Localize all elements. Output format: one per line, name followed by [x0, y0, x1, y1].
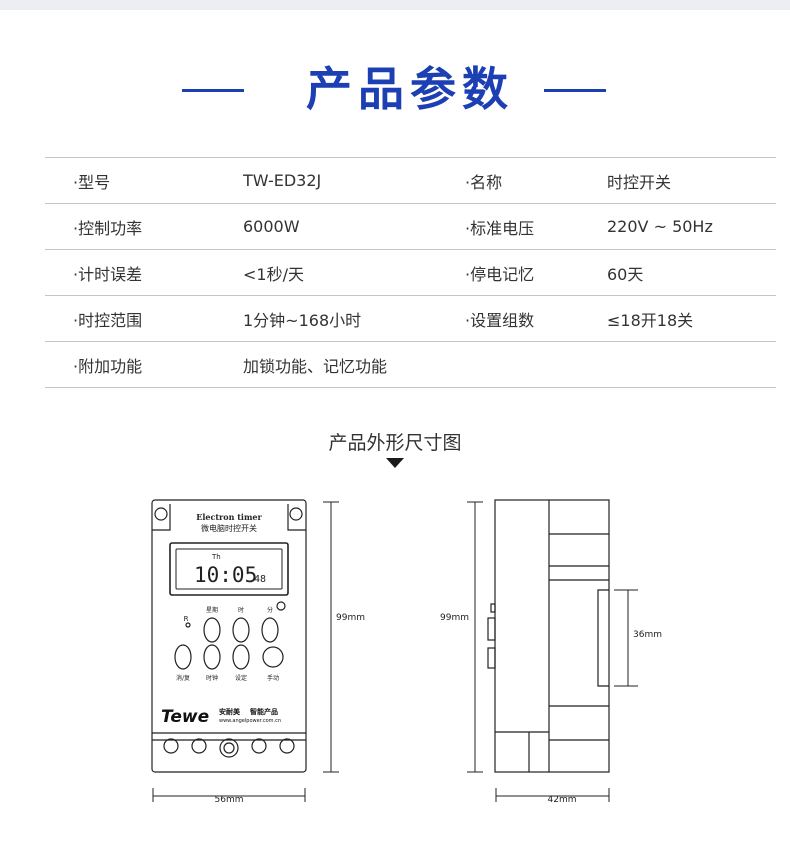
spec-key: ·控制功率 [45, 203, 243, 250]
lcd-seconds: 48 [254, 574, 266, 585]
terminal-screw [219, 738, 239, 758]
table-row: ·控制功率 6000W ·标准电压 220V ~ 50Hz [45, 203, 776, 250]
hour-label: 时 [238, 606, 244, 614]
spec-value: TW-ED32J [243, 157, 465, 204]
side-tab [487, 647, 496, 669]
page-title: 产品参数 [306, 62, 514, 116]
section-title: 产品参数 [0, 58, 790, 120]
spec-value: ≤18开18关 [607, 295, 776, 342]
manual-button [262, 646, 284, 668]
spec-value: 1分钟~168小时 [243, 295, 465, 342]
spec-key: ·名称 [465, 157, 607, 204]
cancel-recover-button [174, 644, 192, 670]
spec-value: 加锁功能、记忆功能 [243, 341, 465, 388]
side-tab [487, 617, 496, 641]
lcd-frame [169, 542, 289, 596]
spec-key: ·停电记忆 [465, 249, 607, 296]
logo-tag: 智能产品 [250, 707, 278, 716]
spec-value [607, 341, 776, 388]
spec-key: ·标准电压 [465, 203, 607, 250]
set-label: 设定 [235, 674, 247, 682]
logo-cn: 安耐美 [219, 707, 241, 716]
terminal-screw [163, 738, 179, 754]
logo: Tewe [161, 707, 209, 727]
side-dimensions [467, 501, 638, 802]
title-dash-right [544, 89, 606, 92]
front-width-label: 56mm [215, 795, 244, 805]
side-body [494, 499, 610, 773]
triangle-down-icon [386, 458, 404, 468]
brand-en: Electron timer [196, 512, 262, 522]
indicator-led [276, 601, 286, 611]
spec-table: ·型号 TW-ED32J ·名称 时控开关 ·控制功率 6000W ·标准电压 … [45, 157, 776, 388]
table-row: ·型号 TW-ED32J ·名称 时控开关 [45, 157, 776, 204]
corner-mark [152, 504, 171, 531]
week-label: 星期 [206, 606, 218, 614]
device-body [151, 499, 307, 773]
side-height-label: 99mm [440, 613, 469, 623]
minute-button [261, 617, 279, 643]
rail-width-label: 36mm [633, 630, 662, 640]
website: www.angelpower.com.cn [219, 718, 281, 724]
corner-mark [287, 504, 306, 531]
spec-value: 时控开关 [607, 157, 776, 204]
lcd-screen [175, 548, 283, 590]
dimension-drawing: Electron timer 微电脑时控开关 Th 10:05 48 R 星期 … [151, 499, 662, 805]
front-dimensions [152, 501, 339, 802]
spec-value: 220V ~ 50Hz [607, 203, 776, 250]
screw-hole [154, 507, 168, 521]
clock-label: 时钟 [206, 674, 218, 682]
spec-value: 60天 [607, 249, 776, 296]
spec-key: ·附加功能 [45, 341, 243, 388]
terminal-screw [191, 738, 207, 754]
terminal-screw [251, 738, 267, 754]
lcd-time: 10:05 [194, 563, 257, 587]
spec-key: ·设置组数 [465, 295, 607, 342]
minute-label: 分 [267, 606, 273, 614]
spec-key: ·型号 [45, 157, 243, 204]
terminal-screw-inner [223, 742, 235, 754]
lcd-day: Th [211, 553, 221, 561]
top-band [0, 0, 790, 10]
cancel-recover-label: 消/复 [176, 674, 190, 682]
reset-hole [185, 622, 191, 628]
table-row: ·附加功能 加锁功能、记忆功能 [45, 341, 776, 388]
side-nub [490, 603, 496, 613]
hour-button [232, 617, 250, 643]
title-dash-left [182, 89, 244, 92]
spec-key: ·计时误差 [45, 249, 243, 296]
table-row: ·时控范围 1分钟~168小时 ·设置组数 ≤18开18关 [45, 295, 776, 342]
figure-subtitle: 产品外形尺寸图 [328, 432, 462, 454]
screw-hole [289, 507, 303, 521]
side-view [487, 499, 610, 773]
side-width-label: 42mm [548, 795, 577, 805]
terminal-screw [279, 738, 295, 754]
set-button [232, 644, 250, 670]
din-rail-clip [597, 589, 609, 687]
spec-value: 6000W [243, 203, 465, 250]
spec-key [465, 341, 607, 388]
clock-button [203, 644, 221, 670]
manual-label: 手动 [267, 674, 279, 682]
week-button [203, 617, 221, 643]
front-height-label: 99mm [336, 613, 365, 623]
reset-label: R [184, 615, 189, 623]
brand-cn: 微电脑时控开关 [201, 523, 257, 533]
spec-value: <1秒/天 [243, 249, 465, 296]
table-row: ·计时误差 <1秒/天 ·停电记忆 60天 [45, 249, 776, 296]
spec-key: ·时控范围 [45, 295, 243, 342]
front-view [151, 499, 307, 773]
